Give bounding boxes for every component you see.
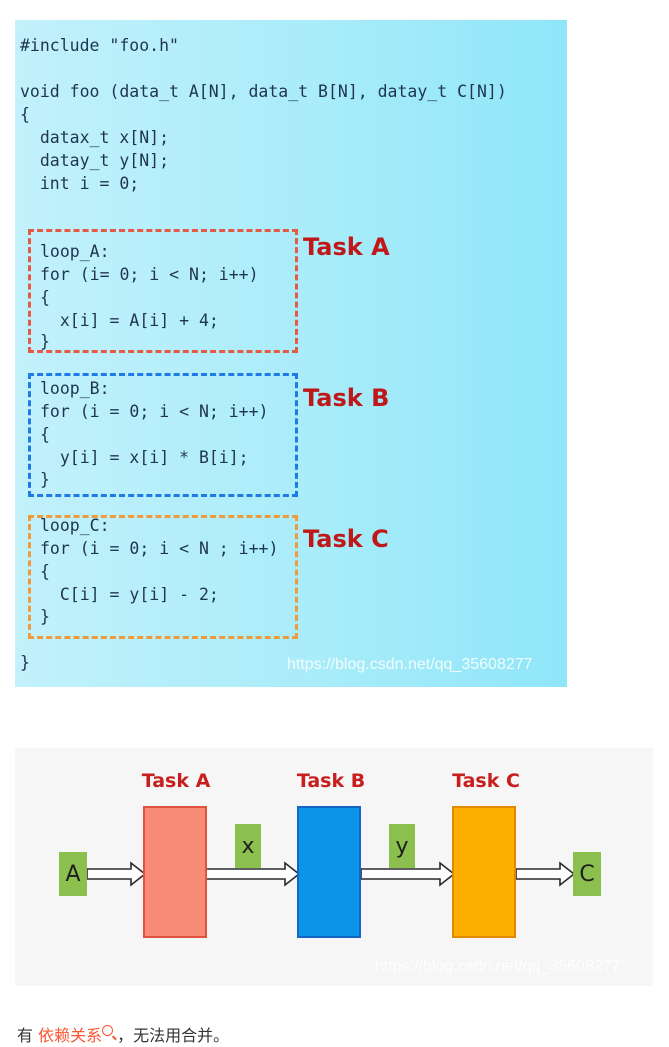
code-line: int i = 0; <box>20 174 140 193</box>
caption: 有 依赖关系 ，无法用合并。 <box>17 1022 229 1046</box>
dependency-link[interactable]: 依赖关系 <box>38 1026 103 1045</box>
var-x: x <box>235 824 261 868</box>
code-line: #include "foo.h" <box>20 36 179 55</box>
flow-task-c-title: Task C <box>452 770 520 792</box>
code-line: for (i = 0; i < N; i++) <box>40 402 269 421</box>
code-line: for (i = 0; i < N ; i++) <box>40 539 279 558</box>
task-b-box <box>28 373 298 497</box>
var-a: A <box>59 852 87 896</box>
watermark: https://blog.csdn.net/qq_35608277 <box>287 656 533 673</box>
code-line: datax_t x[N]; <box>20 128 170 147</box>
code-line: datay_t y[N]; <box>20 151 170 170</box>
code-line: loop_C: <box>40 516 110 535</box>
caption-prefix: 有 <box>17 1026 39 1045</box>
code-line: loop_B: <box>40 379 110 398</box>
arrow-task-c-to-c <box>515 861 576 887</box>
var-y: y <box>389 824 415 868</box>
flow-task-a-title: Task A <box>141 770 211 792</box>
task-c-label: Task C <box>303 525 389 553</box>
code-line: } <box>40 332 50 351</box>
code-line: { <box>40 425 50 444</box>
watermark: https://blog.csdn.net/qq_35608277 <box>375 958 621 975</box>
code-line: } <box>40 607 50 626</box>
task-c-box <box>28 515 298 639</box>
code-line: y[i] = x[i] * B[i]; <box>40 448 249 467</box>
search-icon[interactable] <box>102 1025 114 1036</box>
flow-diagram: Task A Task B Task C A x y C https://blo… <box>15 748 653 986</box>
code-line: } <box>40 470 50 489</box>
code-line: void foo (data_t A[N], data_t B[N], data… <box>20 82 507 101</box>
flow-arrows <box>86 861 576 887</box>
task-a-box <box>28 229 298 353</box>
code-line: for (i= 0; i < N; i++) <box>40 265 259 284</box>
var-c: C <box>573 852 601 896</box>
code-line: { <box>20 105 30 124</box>
arrow-task-b-to-task-c <box>360 861 456 887</box>
task-a-block <box>143 806 207 938</box>
arrow-task-a-to-task-b <box>205 861 301 887</box>
task-a-label: Task A <box>303 233 390 261</box>
code-panel: #include "foo.h" void foo (data_t A[N], … <box>15 20 567 687</box>
task-c-block <box>452 806 516 938</box>
code-line: loop_A: <box>40 242 110 261</box>
code-line: { <box>40 562 50 581</box>
arrow-a-to-task-a <box>86 861 147 887</box>
code-line: } <box>20 653 30 672</box>
task-b-label: Task B <box>303 384 390 412</box>
caption-suffix: ，无法用合并。 <box>117 1026 230 1045</box>
code-line: C[i] = y[i] - 2; <box>40 585 219 604</box>
flow-task-b-title: Task B <box>296 770 366 792</box>
code-line: x[i] = A[i] + 4; <box>40 311 219 330</box>
code-line: { <box>40 288 50 307</box>
task-b-block <box>297 806 361 938</box>
